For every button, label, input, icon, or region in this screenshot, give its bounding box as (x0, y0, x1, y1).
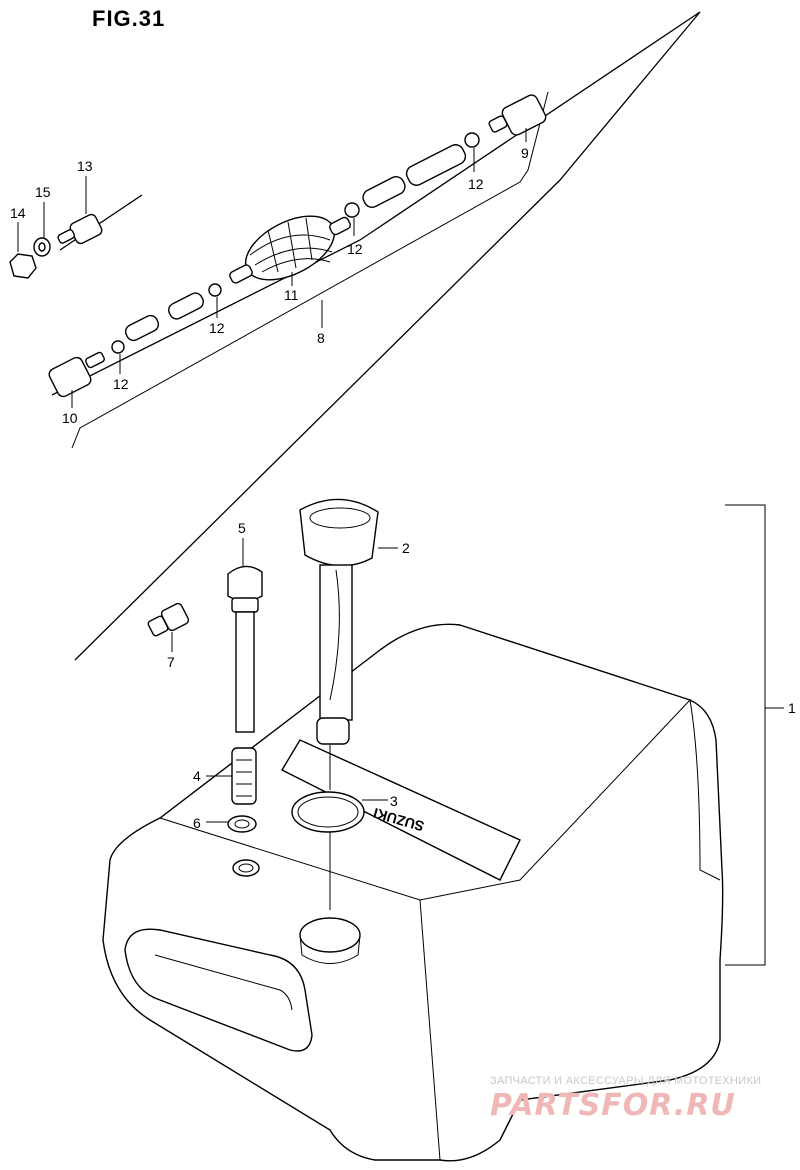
tank-fitting-connector (147, 602, 190, 637)
callout-labels: 1 2 3 4 5 6 7 8 9 10 11 12 12 12 12 13 1… (10, 145, 796, 831)
connector-13-guide (59, 194, 143, 251)
assembly-outline-top (51, 11, 701, 396)
callout-12: 12 (113, 376, 129, 392)
callout-9: 9 (521, 145, 529, 161)
gauge-tube (319, 564, 353, 721)
assembly-8-bracket (71, 91, 549, 449)
fuel-connector-engine-side (48, 351, 105, 398)
assembly-outline-diagonal (74, 11, 701, 661)
leader-lines (17, 128, 784, 823)
fuel-hose-segments (124, 144, 467, 342)
tank-logo-panel (281, 739, 521, 881)
primer-bulb (229, 215, 351, 284)
callout-2: 2 (402, 540, 410, 556)
figure-title: FIG.31 (92, 6, 166, 31)
callout-12: 12 (347, 241, 363, 257)
callout-12: 12 (468, 176, 484, 192)
callout-3: 3 (390, 793, 398, 809)
fuel-gauge (299, 498, 379, 745)
callout-12: 12 (209, 320, 225, 336)
vent-screw-with-pickup (227, 565, 263, 733)
gauge-cap (299, 498, 379, 567)
fuel-line-assembly (9, 11, 701, 661)
hex-nut (9, 253, 37, 279)
callout-15: 15 (35, 184, 51, 200)
callout-4: 4 (193, 768, 201, 784)
assembly-1-bracket (725, 504, 766, 966)
callout-10: 10 (62, 410, 78, 426)
callout-7: 7 (167, 654, 175, 670)
fuel-connector-tank-side (488, 94, 547, 136)
gasket (227, 815, 257, 833)
tank-top-edge (159, 699, 691, 901)
callout-14: 14 (10, 205, 26, 221)
callout-6: 6 (193, 815, 201, 831)
outlet-fitting (232, 859, 260, 877)
callout-5: 5 (238, 520, 246, 536)
gauge-float (316, 717, 350, 745)
filler-neck (299, 917, 361, 953)
watermark-tagline: ЗАПЧАСТИ И АКСЕССУАРЫ ДЛЯ МОТОТЕХНИКИ (490, 1075, 762, 1087)
watermark-brand: PARTSFOR.RU (490, 1088, 736, 1123)
callout-11: 11 (284, 287, 299, 303)
hose-clips (111, 132, 480, 354)
o-ring (291, 791, 365, 833)
callout-8: 8 (317, 330, 325, 346)
fuel-tank: SUZUKI (102, 504, 766, 1162)
callout-13: 13 (77, 158, 93, 174)
engine-fitting (57, 213, 103, 245)
callout-1: 1 (788, 700, 796, 716)
